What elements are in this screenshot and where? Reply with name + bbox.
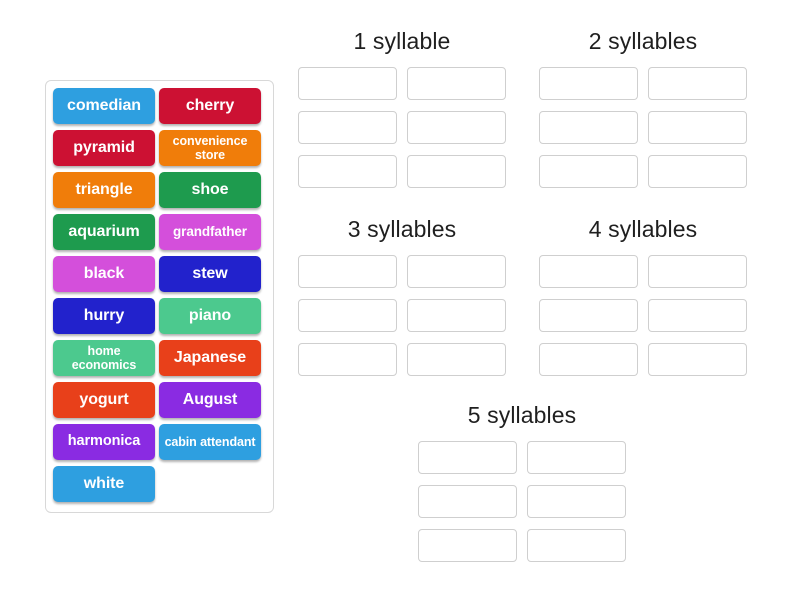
drop-slot[interactable] — [298, 155, 397, 188]
drop-slot[interactable] — [407, 155, 506, 188]
category-title: 5 syllables — [467, 402, 577, 428]
word-tile[interactable]: triangle — [53, 172, 155, 208]
word-tile[interactable]: August — [159, 382, 261, 418]
drop-slot-grid — [410, 441, 634, 562]
drop-slot[interactable] — [648, 155, 747, 188]
category-1-syllable: 1 syllable — [290, 30, 514, 188]
drop-slot[interactable] — [298, 299, 397, 332]
word-tile[interactable]: harmonica — [53, 424, 155, 460]
drop-slot[interactable] — [407, 343, 506, 376]
category-title: 4 syllables — [588, 216, 698, 242]
category-5-syllables: 5 syllables — [410, 404, 634, 562]
drop-slot[interactable] — [539, 343, 638, 376]
drop-slot[interactable] — [527, 529, 626, 562]
drop-slot[interactable] — [539, 155, 638, 188]
drop-slot[interactable] — [527, 441, 626, 474]
drop-slot[interactable] — [648, 299, 747, 332]
drop-slot[interactable] — [539, 111, 638, 144]
drop-slot[interactable] — [418, 441, 517, 474]
word-tile[interactable]: black — [53, 256, 155, 292]
drop-slot[interactable] — [407, 255, 506, 288]
drop-slot[interactable] — [648, 343, 747, 376]
category-title: 3 syllables — [347, 216, 457, 242]
word-tile[interactable]: yogurt — [53, 382, 155, 418]
word-tile[interactable]: convenience store — [159, 130, 261, 166]
drop-slot[interactable] — [407, 67, 506, 100]
category-title: 2 syllables — [588, 28, 698, 54]
drop-slot[interactable] — [298, 111, 397, 144]
word-tile[interactable]: pyramid — [53, 130, 155, 166]
word-tile[interactable]: cabin attendant — [159, 424, 261, 460]
word-tile[interactable]: shoe — [159, 172, 261, 208]
category-title: 1 syllable — [353, 28, 451, 54]
drop-slot-grid — [290, 255, 514, 376]
drop-slot[interactable] — [527, 485, 626, 518]
category-3-syllables: 3 syllables — [290, 218, 514, 376]
category-4-syllables: 4 syllables — [531, 218, 755, 376]
drop-slot[interactable] — [298, 67, 397, 100]
drop-slot-grid — [531, 255, 755, 376]
drop-slot[interactable] — [539, 255, 638, 288]
word-tile[interactable]: comedian — [53, 88, 155, 124]
drop-slot[interactable] — [539, 67, 638, 100]
word-tile[interactable]: cherry — [159, 88, 261, 124]
drop-slot[interactable] — [407, 111, 506, 144]
word-tile[interactable]: white — [53, 466, 155, 502]
drop-slot-grid — [531, 67, 755, 188]
drop-slot[interactable] — [648, 111, 747, 144]
drop-slot[interactable] — [418, 529, 517, 562]
word-tile[interactable]: aquarium — [53, 214, 155, 250]
word-tile[interactable]: Japanese — [159, 340, 261, 376]
word-tile[interactable]: grandfather — [159, 214, 261, 250]
drop-slot[interactable] — [648, 255, 747, 288]
drop-slot[interactable] — [648, 67, 747, 100]
drop-slot[interactable] — [539, 299, 638, 332]
word-tile[interactable]: piano — [159, 298, 261, 334]
word-tile[interactable]: home economics — [53, 340, 155, 376]
word-tile[interactable]: stew — [159, 256, 261, 292]
drop-slot[interactable] — [298, 255, 397, 288]
drop-slot[interactable] — [407, 299, 506, 332]
drop-slot-grid — [290, 67, 514, 188]
category-2-syllables: 2 syllables — [531, 30, 755, 188]
word-tile[interactable]: hurry — [53, 298, 155, 334]
drop-slot[interactable] — [418, 485, 517, 518]
drop-slot[interactable] — [298, 343, 397, 376]
